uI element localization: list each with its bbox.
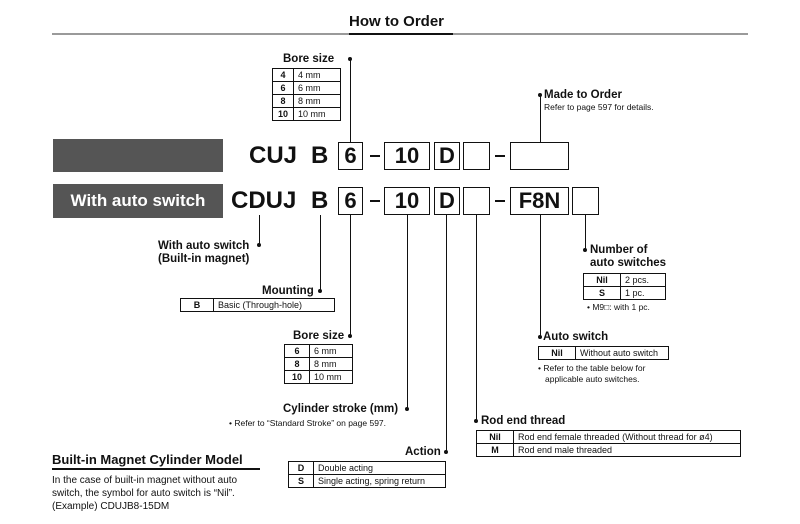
- builtin-paragraph-line3: (Example) CDUJB8-15DM: [52, 501, 170, 512]
- made-to-order-leader: [540, 95, 541, 142]
- row1-dash-2: [495, 155, 505, 157]
- num-switches-line1: Number of: [590, 244, 648, 256]
- row1-action-box: D: [434, 142, 460, 170]
- made-to-order-label: Made to Order: [544, 89, 622, 101]
- row2-rod-end-box: [463, 187, 490, 215]
- auto-switch-label: Auto switch: [543, 331, 609, 343]
- stroke-dot: [405, 407, 409, 411]
- title-underline: [349, 33, 453, 35]
- row1-stroke-box: 10: [384, 142, 430, 170]
- row2-mount: B: [311, 187, 329, 214]
- num-switches-leader: [585, 215, 586, 250]
- page-title: How to Order: [349, 13, 445, 30]
- row2-num-switches-box: [572, 187, 599, 215]
- with-auto-switch-leader: [259, 215, 260, 245]
- mounting-label: Mounting: [262, 285, 314, 297]
- row2-stroke-box: 10: [384, 187, 430, 215]
- bore-bottom-leader: [350, 215, 351, 336]
- action-label: Action: [405, 446, 441, 458]
- with-auto-switch-dot: [257, 243, 261, 247]
- row2-dash-2: [495, 200, 505, 202]
- action-dot: [444, 450, 448, 454]
- row1-dash-1: [370, 155, 380, 157]
- num-switches-dot: [583, 248, 587, 252]
- builtin-heading-rule: [52, 468, 260, 470]
- row1-rod-end-box: [463, 142, 490, 170]
- auto-switch-note-1: • Refer to the table below for: [538, 363, 646, 373]
- bore-top-label: Bore size: [283, 53, 335, 65]
- row1-bore-box: 6: [338, 142, 363, 170]
- row1-mount: B: [311, 142, 329, 169]
- num-switches-line2: auto switches: [590, 257, 667, 269]
- bore-bottom-label: Bore size: [293, 330, 345, 342]
- row1-code: CUJ: [249, 142, 298, 169]
- rod-end-label: Rod end thread: [481, 415, 566, 427]
- with-auto-switch-line2: (Built-in magnet): [158, 253, 250, 265]
- auto-switch-note-2: applicable auto switches.: [545, 374, 640, 384]
- mounting-leader: [320, 215, 321, 291]
- bore-bottom-dot: [348, 334, 352, 338]
- auto-switch-leader: [540, 215, 541, 337]
- builtin-heading: Built-in Magnet Cylinder Model: [52, 452, 243, 467]
- row2-bore-box: 6: [338, 187, 363, 215]
- action-leader: [446, 215, 447, 452]
- row2-dash-1: [370, 200, 380, 202]
- stroke-note: • Refer to “Standard Stroke” on page 597…: [229, 418, 387, 428]
- builtin-paragraph-line1: In the case of built-in magnet without a…: [52, 475, 238, 486]
- row2-switch-box: F8N: [510, 187, 569, 215]
- row1-made-to-order-box: [510, 142, 569, 170]
- rod-end-leader: [476, 215, 477, 421]
- row2-code: CDUJ: [231, 187, 297, 214]
- made-to-order-note: Refer to page 597 for details.: [544, 102, 654, 112]
- mounting-dot: [318, 289, 322, 293]
- rod-end-dot: [474, 419, 478, 423]
- builtin-paragraph-line2: switch, the symbol for auto switch is “N…: [52, 488, 235, 499]
- with-auto-switch-line1: With auto switch: [158, 240, 250, 252]
- stroke-leader: [407, 215, 408, 409]
- row2-label-bar: With auto switch: [53, 184, 223, 218]
- auto-switch-dot: [538, 335, 542, 339]
- bore-top-leader: [350, 59, 351, 142]
- stroke-label: Cylinder stroke (mm): [283, 403, 399, 415]
- num-switches-note: • M9□: with 1 pc.: [587, 302, 650, 312]
- row2-action-box: D: [434, 187, 460, 215]
- row1-label-bar: [53, 139, 223, 172]
